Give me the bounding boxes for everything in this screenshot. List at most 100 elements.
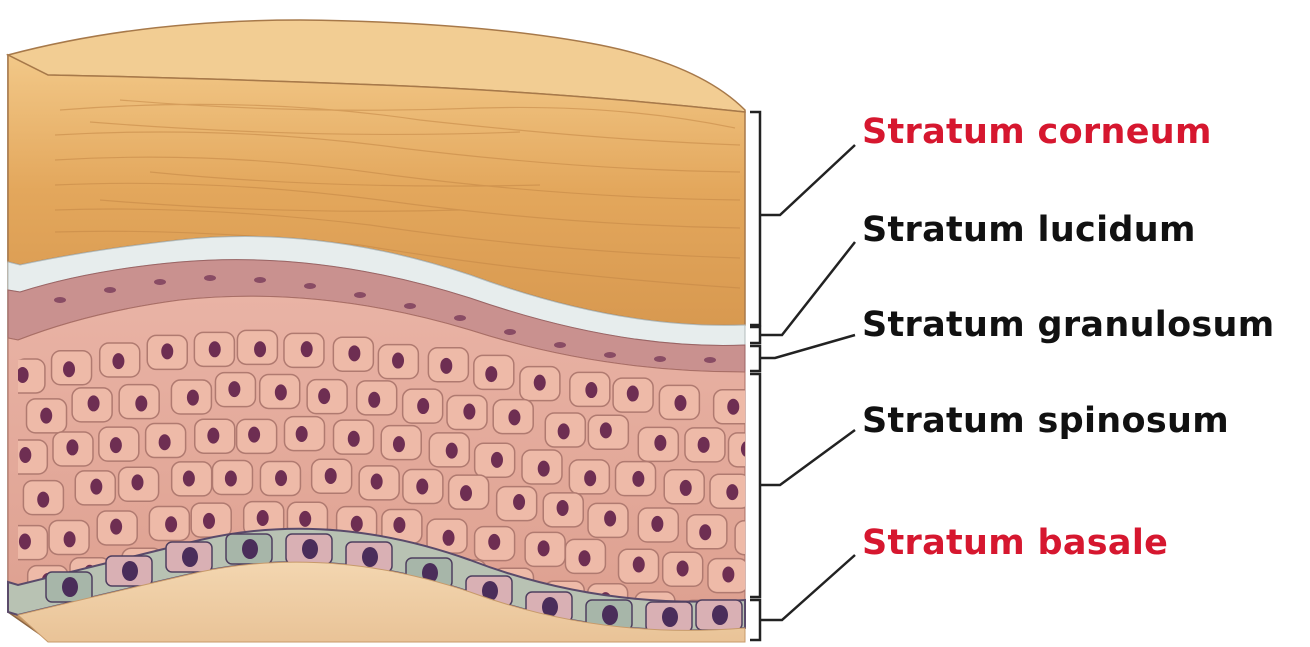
cell-nucleus [302,539,318,559]
cell-nucleus [187,390,199,406]
cell-nucleus [508,409,520,425]
leader-basale [760,555,855,620]
cell-nucleus [558,423,570,439]
cell-nucleus [680,480,692,496]
cell-nucleus [131,474,143,490]
cell-nucleus [228,381,240,397]
cell-nucleus [19,533,31,549]
cell-nucleus [301,341,313,357]
cell-nucleus [110,437,122,453]
cell-nucleus [654,435,666,451]
cell-nucleus [318,388,330,404]
cell-nucleus [604,510,616,526]
cell-nucleus [748,532,760,548]
cell-nucleus [584,470,596,486]
cell-nucleus [651,516,663,532]
spinosum-cell [729,433,769,467]
leader-lines [760,145,855,620]
cell-nucleus [600,422,612,438]
cell-nucleus [712,605,728,625]
cell-nucleus [37,492,49,508]
cell-nucleus [296,426,308,442]
cell-nucleus [446,443,458,459]
cell-nucleus [299,511,311,527]
cell-nucleus [203,513,215,529]
cell-nucleus [64,531,76,547]
cell-nucleus [135,396,147,412]
cell-nucleus [207,428,219,444]
cell-nucleus [242,539,258,559]
cell-nucleus [40,408,52,424]
cell-nucleus [727,399,739,415]
cell-nucleus [393,517,405,533]
cell-nucleus [348,431,360,447]
cell-nucleus [110,519,122,535]
spinosum-cell [735,521,775,555]
leader-lucidum [760,242,855,335]
leader-corneum [760,145,855,215]
cell-nucleus [578,550,590,566]
cell-nucleus [534,375,546,391]
cell-nucleus [627,386,639,402]
cell-nucleus [371,474,383,490]
cell-nucleus [633,557,645,573]
cell-nucleus [722,566,734,582]
cell-nucleus [557,500,569,516]
bracket-lucidum [750,327,760,343]
cell-nucleus [275,384,287,400]
label-stratum-spinosum: Stratum spinosum [862,401,1229,441]
cell-nucleus [183,470,195,486]
cell-nucleus [325,468,337,484]
cell-nucleus [488,534,500,550]
cell-nucleus [17,367,29,383]
cell-nucleus [440,358,452,374]
cell-nucleus [90,479,102,495]
cell-nucleus [62,577,78,597]
cell-nucleus [348,345,360,361]
cell-nucleus [254,341,266,357]
cell-nucleus [513,494,525,510]
bracket-corneum [750,112,760,325]
label-stratum-lucidum: Stratum lucidum [862,210,1196,250]
cell-nucleus [165,516,177,532]
cell-nucleus [19,447,31,463]
cell-nucleus [63,361,75,377]
cell-nucleus [485,366,497,382]
cell-nucleus [225,470,237,486]
cell-nucleus [393,436,405,452]
cell-nucleus [209,341,221,357]
bracket-basale [750,600,760,640]
cell-nucleus [741,441,753,457]
cell-nucleus [698,437,710,453]
cell-nucleus [662,607,678,627]
cell-nucleus [392,353,404,369]
cell-nucleus [275,470,287,486]
cell-nucleus [112,353,124,369]
cell-nucleus [748,613,760,629]
cell-nucleus [585,382,597,398]
leader-spinosum [760,430,855,485]
cell-nucleus [88,395,100,411]
cell-nucleus [182,547,198,567]
cell-nucleus [161,343,173,359]
cell-nucleus [248,427,260,443]
cell-nucleus [417,398,429,414]
bracket-granulosum [750,346,760,371]
cell-nucleus [463,404,475,420]
layer-brackets [750,112,760,640]
leader-granulosum [760,335,855,358]
bracket-spinosum [750,374,760,597]
cell-nucleus [443,530,455,546]
label-stratum-granulosum: Stratum granulosum [862,305,1275,345]
cell-nucleus [257,510,269,526]
cell-nucleus [460,485,472,501]
cell-nucleus [538,461,550,477]
label-stratum-basale: Stratum basale [862,523,1168,563]
cell-nucleus [491,452,503,468]
cell-nucleus [362,547,378,567]
cell-nucleus [632,471,644,487]
cell-nucleus [416,479,428,495]
cell-nucleus [66,439,78,455]
cell-nucleus [677,560,689,576]
